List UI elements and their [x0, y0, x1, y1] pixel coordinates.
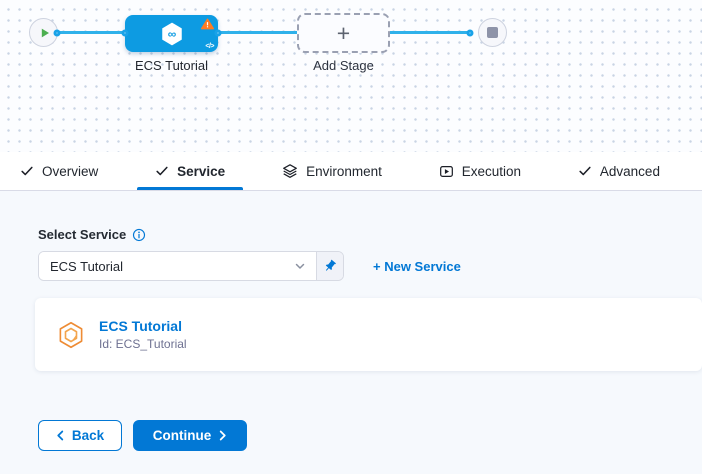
- connection-point[interactable]: [214, 29, 222, 37]
- pin-icon: [320, 256, 340, 276]
- back-button[interactable]: Back: [38, 420, 122, 451]
- chevron-right-icon: [218, 430, 227, 441]
- service-hexagon-icon: [56, 320, 86, 350]
- service-card-id: Id: ECS_Tutorial: [99, 337, 187, 351]
- chevron-left-icon: [56, 430, 65, 441]
- connection-point[interactable]: [121, 29, 129, 37]
- new-service-link[interactable]: + New Service: [373, 258, 461, 274]
- stage-name-label: ECS Tutorial: [135, 58, 208, 73]
- pipeline-start-node[interactable]: [29, 18, 58, 47]
- selected-service-card[interactable]: ECS Tutorial Id: ECS_Tutorial: [35, 298, 702, 371]
- play-icon: [39, 27, 51, 39]
- pipeline-canvas: ∞ </> ECS Tutorial + Add Stage: [0, 0, 702, 152]
- connection-point[interactable]: [466, 29, 474, 36]
- stop-icon: [487, 27, 498, 38]
- tab-service[interactable]: Service: [135, 152, 245, 190]
- tab-overview[interactable]: Overview: [0, 152, 118, 190]
- check-icon: [20, 164, 34, 178]
- pipeline-connector-line: [56, 31, 470, 34]
- tab-label: Advanced: [599, 163, 660, 179]
- tab-label: Environment: [306, 163, 382, 179]
- execution-play-box-icon: [439, 164, 454, 179]
- tab-label: Execution: [461, 163, 522, 179]
- stage-node-ecs-tutorial[interactable]: ∞ </>: [125, 15, 218, 52]
- footer-actions: Back Continue: [38, 420, 702, 451]
- svg-text:∞: ∞: [167, 27, 176, 41]
- service-card-text: ECS Tutorial Id: ECS_Tutorial: [99, 318, 187, 351]
- plus-icon: +: [336, 19, 351, 46]
- pipeline-end-node[interactable]: [478, 18, 507, 47]
- warning-icon[interactable]: [201, 17, 214, 30]
- code-icon: </>: [205, 43, 214, 50]
- environment-layers-icon: [282, 163, 298, 179]
- continue-button[interactable]: Continue: [133, 420, 247, 451]
- service-select-value: ECS Tutorial: [50, 258, 123, 274]
- select-service-label: Select Service: [38, 227, 127, 242]
- service-select-dropdown[interactable]: ECS Tutorial: [39, 252, 316, 280]
- cd-hexagon-infinity-icon: ∞: [159, 21, 185, 47]
- pin-service-button[interactable]: [316, 252, 343, 280]
- add-stage-label: Add Stage: [313, 58, 374, 73]
- back-button-label: Back: [71, 428, 105, 443]
- tab-advanced[interactable]: Advanced: [558, 152, 680, 190]
- check-icon: [578, 164, 592, 178]
- tab-execution[interactable]: Execution: [419, 152, 541, 190]
- stage-config-tabbar: Overview Service Environment: [0, 152, 702, 191]
- chevron-down-icon: [294, 260, 306, 272]
- service-card-title: ECS Tutorial: [99, 318, 182, 334]
- check-icon: [155, 164, 169, 178]
- tab-environment[interactable]: Environment: [262, 152, 402, 190]
- service-tab-panel: Select Service ECS Tutorial: [0, 191, 702, 474]
- tab-label: Overview: [42, 163, 99, 179]
- connection-point[interactable]: [53, 29, 61, 36]
- service-select-group: ECS Tutorial: [38, 251, 344, 281]
- tab-label: Service: [177, 163, 226, 179]
- add-stage-button[interactable]: +: [297, 13, 390, 53]
- info-icon[interactable]: [132, 228, 146, 242]
- continue-button-label: Continue: [152, 428, 212, 443]
